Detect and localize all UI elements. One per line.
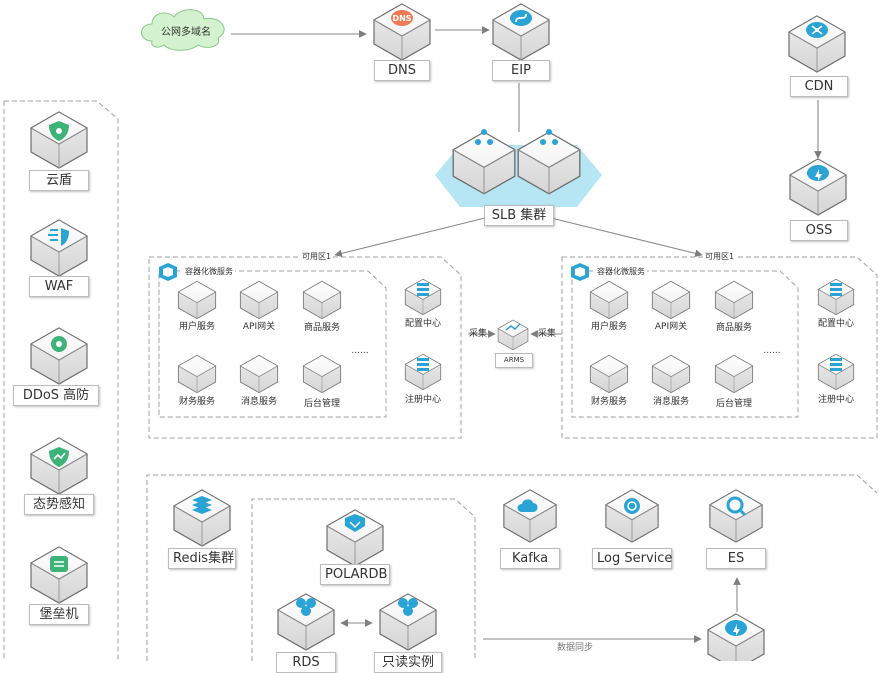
- rds-icon: [296, 598, 316, 616]
- zone-left-border: [148, 256, 462, 439]
- zone-right-config[interactable]: 配置中心: [817, 319, 854, 329]
- zone-left-service-1[interactable]: API网关: [242, 322, 276, 332]
- zone-left-group-label: 容器化微服务: [183, 267, 235, 277]
- zone-right-service-cubes: [589, 278, 855, 394]
- arms-icon: [505, 323, 521, 331]
- waf-icon: [48, 228, 69, 246]
- zone-left-registry[interactable]: 注册中心: [404, 395, 441, 405]
- zone-right-service-1[interactable]: API网关: [654, 322, 688, 332]
- arms-label[interactable]: ARMS: [495, 353, 533, 368]
- zone-right-container-icon: [571, 263, 589, 281]
- data-layer-border: [146, 474, 878, 661]
- internet-cloud-icon: [141, 9, 225, 51]
- zone-left-service-3[interactable]: 财务服务: [178, 397, 215, 407]
- database-group-border: [251, 498, 476, 661]
- zone-left-ellipsis: ......: [351, 346, 369, 356]
- situation-awareness-icon: [49, 447, 69, 467]
- log-service-label[interactable]: Log Service: [592, 548, 672, 569]
- zone-right-group-border: [571, 270, 799, 418]
- security-label-0[interactable]: 云盾: [29, 170, 89, 191]
- redis-icon: [192, 496, 212, 514]
- zone-right-service-0[interactable]: 用户服务: [590, 322, 627, 332]
- security-label-1[interactable]: WAF: [29, 276, 89, 297]
- zone-left-service-2[interactable]: 商品服务: [303, 323, 340, 333]
- zone-right-label: 可用区1: [703, 252, 737, 262]
- dns-label[interactable]: DNS: [374, 60, 430, 81]
- bastion-host-icon: [50, 556, 68, 572]
- cdn-label[interactable]: CDN: [790, 76, 848, 97]
- kafka-label[interactable]: Kafka: [500, 548, 560, 569]
- redis-label[interactable]: Redis集群: [168, 548, 236, 569]
- zone-right-group-label: 容器化微服务: [595, 267, 647, 277]
- es-icon: [726, 496, 747, 517]
- ddos-icon: [51, 336, 67, 352]
- readonly-icon: [398, 598, 418, 616]
- svg-text:DNS: DNS: [392, 14, 411, 23]
- zone-left-service-cubes: [177, 278, 442, 394]
- zone-right-registry[interactable]: 注册中心: [817, 395, 854, 405]
- zone-right-service-4[interactable]: 消息服务: [652, 397, 689, 407]
- slb-label[interactable]: SLB 集群: [484, 205, 554, 226]
- es-label[interactable]: ES: [706, 548, 766, 569]
- readonly-label[interactable]: 只读实例: [374, 652, 442, 673]
- zone-right-server-icons: [830, 283, 842, 371]
- zone-left-server-icons: [417, 283, 429, 371]
- zone-right-service-5[interactable]: 后台管理: [715, 399, 752, 409]
- log-service-icon: [624, 498, 640, 514]
- eip-label[interactable]: EIP: [492, 60, 550, 81]
- data-sync-icon: [725, 620, 747, 636]
- rds-label[interactable]: RDS: [276, 652, 336, 673]
- kafka-icon: [517, 499, 538, 512]
- zone-left-container-icon: [159, 263, 177, 281]
- security-label-3[interactable]: 态势感知: [24, 494, 94, 515]
- arms-collect-left: 采集: [469, 329, 488, 339]
- zone-right-ellipsis: ......: [763, 346, 781, 356]
- internet-label: 公网多域名: [161, 27, 211, 38]
- zone-right-service-3[interactable]: 财务服务: [590, 397, 627, 407]
- zone-right-service-2[interactable]: 商品服务: [715, 323, 752, 333]
- zone-right-border: [561, 256, 878, 439]
- polardb-icon: [345, 514, 365, 532]
- zone-left-service-0[interactable]: 用户服务: [178, 322, 215, 332]
- security-label-4[interactable]: 堡垒机: [29, 604, 89, 625]
- oss-label[interactable]: OSS: [790, 220, 848, 241]
- slb-icon: [475, 129, 558, 145]
- zone-left-service-5[interactable]: 后台管理: [303, 399, 340, 409]
- security-label-2[interactable]: DDoS 高防: [13, 385, 99, 406]
- zone-left-service-4[interactable]: 消息服务: [240, 397, 277, 407]
- security-panel-border: [3, 100, 119, 661]
- arms-collect-right: 采集: [538, 329, 557, 339]
- zone-left-group-border: [158, 270, 387, 418]
- shield-cloud-icon: [49, 121, 69, 141]
- data-sync-label: 数据同步: [557, 643, 594, 653]
- zone-left-config[interactable]: 配置中心: [404, 319, 441, 329]
- oss-icon: [807, 165, 829, 181]
- cdn-icon: [806, 22, 828, 38]
- eip-icon: [510, 10, 532, 26]
- dns-icon: DNS: [391, 10, 413, 26]
- zone-left-label: 可用区1: [300, 252, 334, 262]
- polardb-label[interactable]: POLARDB: [320, 564, 390, 585]
